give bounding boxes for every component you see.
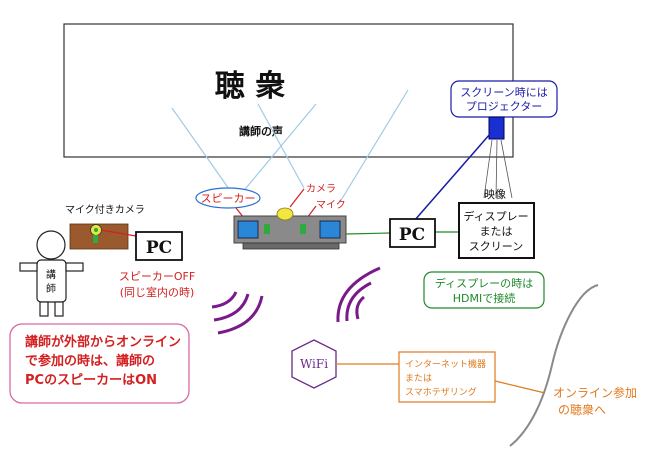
video-label: 映像 xyxy=(484,188,506,201)
sound-lines xyxy=(171,89,409,203)
display-line3: スクリーン xyxy=(469,240,523,253)
wifi-signal-right xyxy=(336,266,381,323)
device-mic-left xyxy=(264,224,270,234)
camera-label: カメラ xyxy=(306,183,336,195)
lecturer-label-line1: 講 xyxy=(46,268,56,281)
internet-line3: スマホテザリング xyxy=(405,386,477,398)
device-mic-right xyxy=(300,224,306,234)
display-box xyxy=(458,202,535,259)
projector-label-line2: プロジェクター xyxy=(466,100,543,113)
projector-rays xyxy=(483,139,513,199)
device-speaker-left xyxy=(237,220,259,239)
device-pc-cable xyxy=(345,232,391,235)
projector-icon xyxy=(488,116,505,140)
internet-box xyxy=(398,351,496,403)
audience-title: 聴 衆 xyxy=(215,69,285,104)
lecturer-pc-label: PC xyxy=(146,238,172,258)
speaker-label-oval xyxy=(195,187,261,209)
remote-note-line3: PCのスピーカーはON xyxy=(25,373,157,388)
pc-box xyxy=(389,218,436,248)
lecturer-figure xyxy=(19,230,84,317)
device-camera xyxy=(276,207,294,221)
speaker-label: スピーカー xyxy=(201,192,256,205)
wifi-signal-left xyxy=(211,291,264,335)
lecturer-voice-label: 講師の声 xyxy=(239,124,283,138)
internet-line1: インターネット機器 xyxy=(405,358,486,370)
online-line2: の聴衆へ xyxy=(558,403,606,417)
hdmi-note-line1: ディスプレーの時は xyxy=(435,276,533,290)
boundary-curve xyxy=(509,284,599,447)
internet-line2: または xyxy=(405,373,432,384)
wifi-label: WiFi xyxy=(300,357,328,371)
hdmi-note-box xyxy=(423,271,545,309)
internet-online-line xyxy=(494,380,546,394)
display-line1: ディスプレー xyxy=(463,209,528,223)
camera-pc-cable xyxy=(100,229,137,237)
display-line2: または xyxy=(480,225,513,238)
mic-camera-label: マイク付きカメラ xyxy=(65,203,145,216)
remote-note-line2: で参加の時は、講師の xyxy=(25,353,155,369)
online-line1: オンライン参加 xyxy=(553,385,637,400)
speaker-off-line1: スピーカーOFF xyxy=(119,270,195,283)
hdmi-note-line2: HDMIで接続 xyxy=(453,291,515,305)
pc-label: PC xyxy=(399,225,425,245)
mic-label: マイク xyxy=(316,199,346,211)
conference-device xyxy=(233,207,347,250)
camera-stand xyxy=(69,223,129,250)
audience-area xyxy=(63,23,514,158)
lecturer-label-line2: 師 xyxy=(46,282,56,295)
remote-note-box xyxy=(9,323,190,404)
wifi-hexagon xyxy=(291,339,337,389)
device-speaker-right xyxy=(319,220,341,239)
speaker-off-line2: (同じ室内の時) xyxy=(120,285,195,299)
projector-label-line1: スクリーン時には xyxy=(460,86,547,99)
camera-pointer xyxy=(289,188,305,208)
remote-note-line1: 講師が外部からオンライン xyxy=(25,334,181,350)
projector-pc-cable xyxy=(413,133,491,222)
lecturer-pc-box xyxy=(135,231,183,261)
